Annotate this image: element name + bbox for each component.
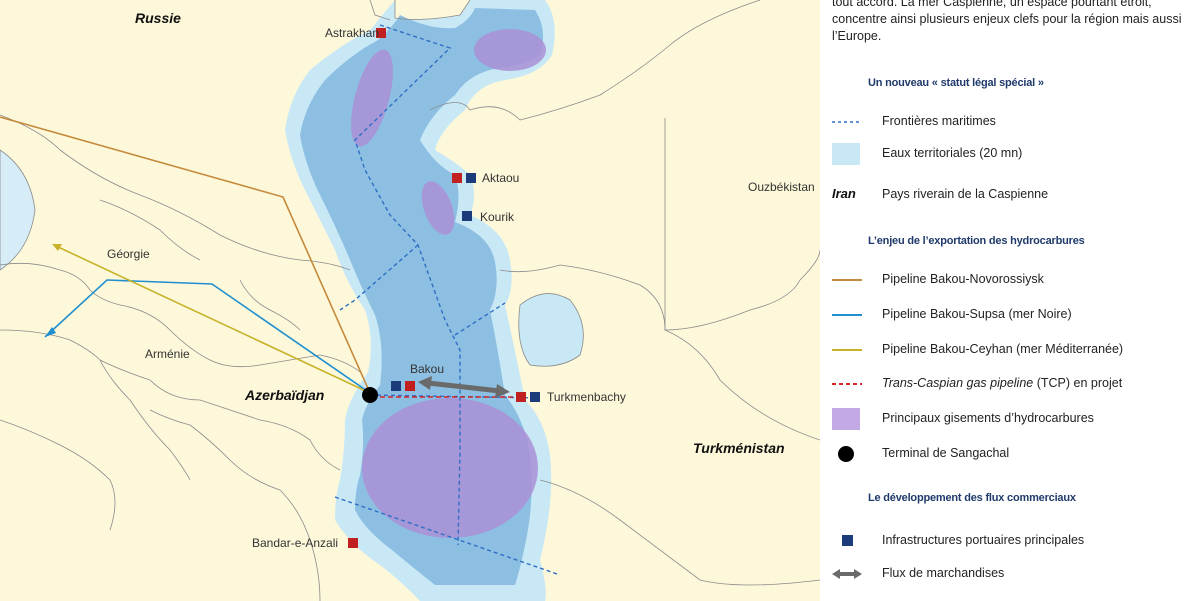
port-turkmenbachy-blue <box>530 392 540 402</box>
pipeline-novorossiysk <box>0 116 371 394</box>
legend-label: Eaux territoriales (20 mn) <box>882 146 1023 160</box>
port-bakou-red <box>405 381 415 391</box>
legend-item-gisements: Principaux gisements d’hydrocarbures <box>820 407 1200 431</box>
tcp-italic-label: Trans-Caspian gas pipeline <box>882 376 1034 390</box>
gulf-water <box>518 293 584 367</box>
label-turkmenbachy: Turkmenbachy <box>547 390 626 404</box>
legend-item-eaux: Eaux territoriales (20 mn) <box>820 142 1200 166</box>
ports <box>348 28 540 548</box>
legend-panel: tout accord. La mer Caspienne, un espace… <box>820 0 1200 601</box>
black-sea <box>0 149 36 271</box>
legend-label: Infrastructures portuaires principales <box>882 533 1085 547</box>
flux-arrow <box>418 376 510 398</box>
section-flux: Le développement des flux commerciaux <box>868 492 1076 504</box>
brown-line-icon <box>832 279 862 281</box>
legend-item-terminal: Terminal de Sangachal <box>820 442 1200 466</box>
legend-label: Principaux gisements d’hydrocarbures <box>882 411 1094 425</box>
pipeline-ceyhan <box>55 245 371 394</box>
section-statut: Un nouveau « statut légal spécial » <box>868 77 1044 89</box>
legend-label: Frontières maritimes <box>882 114 996 128</box>
light-blue-swatch-icon <box>832 143 860 165</box>
double-arrow-icon <box>832 569 862 579</box>
pipeline-supsa <box>44 279 371 394</box>
port-kourik <box>462 211 472 221</box>
label-russie: Russie <box>135 10 181 26</box>
map-canvas <box>0 0 820 601</box>
intro-line: l’Europe. <box>832 29 882 43</box>
legend-label: Pipeline Bakou-Ceyhan (mer Méditerranée) <box>882 342 1124 356</box>
legend-item-novorossiysk: Pipeline Bakou-Novorossiysk <box>820 268 1200 292</box>
port-astrakhan <box>376 28 386 38</box>
red-dashed-line-icon <box>832 383 862 385</box>
legend-item-infrastructures: Infrastructures portuaires principales <box>820 529 1200 553</box>
black-dot-icon <box>838 446 854 462</box>
deposit-aktaou <box>421 181 455 235</box>
label-kourik: Kourik <box>480 210 515 224</box>
legend-item-ceyhan: Pipeline Bakou-Ceyhan (mer Méditerranée) <box>820 338 1200 362</box>
legend-label: Pipeline Bakou-Novorossiysk <box>882 272 1044 286</box>
tcp-rest-label: (TCP) en projet <box>1033 376 1123 390</box>
port-turkmenbachy-red <box>516 392 526 402</box>
deposit-south <box>362 398 538 538</box>
legend-item-frontieres: Frontières maritimes <box>820 110 1200 134</box>
deposits <box>351 29 546 538</box>
dashed-line-icon <box>832 121 862 123</box>
purple-swatch-icon <box>832 408 860 430</box>
legend-item-marchandises: Flux de marchandises <box>820 562 1200 586</box>
deposit-north-east <box>474 29 546 71</box>
caspian-map: Russie Azerbaïdjan Turkménistan Géorgie … <box>0 0 820 601</box>
label-bandar: Bandar-e-Anzali <box>252 536 339 550</box>
port-bandar <box>348 538 358 548</box>
port-aktaou-red <box>452 173 462 183</box>
legend-item-supsa: Pipeline Bakou-Supsa (mer Noire) <box>820 303 1200 327</box>
legend-item-riverains: Iran Pays riverain de la Caspienne <box>820 183 1200 207</box>
iran-symbol: Iran <box>832 186 856 201</box>
intro-text: tout accord. La mer Caspienne, un espace… <box>832 0 1198 45</box>
label-bakou: Bakou <box>410 362 445 376</box>
intro-line: concentre ainsi plusieurs enjeux clefs p… <box>832 12 1182 26</box>
port-aktaou-blue <box>466 173 476 183</box>
legend-label: Pays riverain de la Caspienne <box>882 187 1049 201</box>
label-ouzbekistan: Ouzbékistan <box>748 180 815 194</box>
label-azerbaidjan: Azerbaïdjan <box>245 387 325 403</box>
blue-square-icon <box>842 535 853 546</box>
blue-line-icon <box>832 314 862 316</box>
label-georgie: Géorgie <box>107 247 150 261</box>
label-astrakhan: Astrakhan <box>325 26 380 40</box>
yellow-line-icon <box>832 349 862 351</box>
port-bakou-blue <box>391 381 401 391</box>
sangachal-terminal <box>362 387 378 403</box>
country-borders <box>0 0 820 601</box>
intro-line: tout accord. La mer Caspienne, un espace… <box>832 0 1152 9</box>
label-armenie: Arménie <box>145 347 190 361</box>
label-turkmenistan: Turkménistan <box>693 440 785 456</box>
section-hydrocarbures: L’enjeu de l’exportation des hydrocarbur… <box>868 235 1085 247</box>
legend-label: Terminal de Sangachal <box>882 446 1010 460</box>
legend-label: Pipeline Bakou-Supsa (mer Noire) <box>882 307 1072 321</box>
deposit-north-west <box>351 49 393 147</box>
legend-label: Trans-Caspian gas pipeline (TCP) en proj… <box>882 376 1122 390</box>
label-aktaou: Aktaou <box>482 171 520 185</box>
legend-label: Flux de marchandises <box>882 566 1005 580</box>
legend-item-tcp: Trans-Caspian gas pipeline (TCP) en proj… <box>820 372 1200 396</box>
